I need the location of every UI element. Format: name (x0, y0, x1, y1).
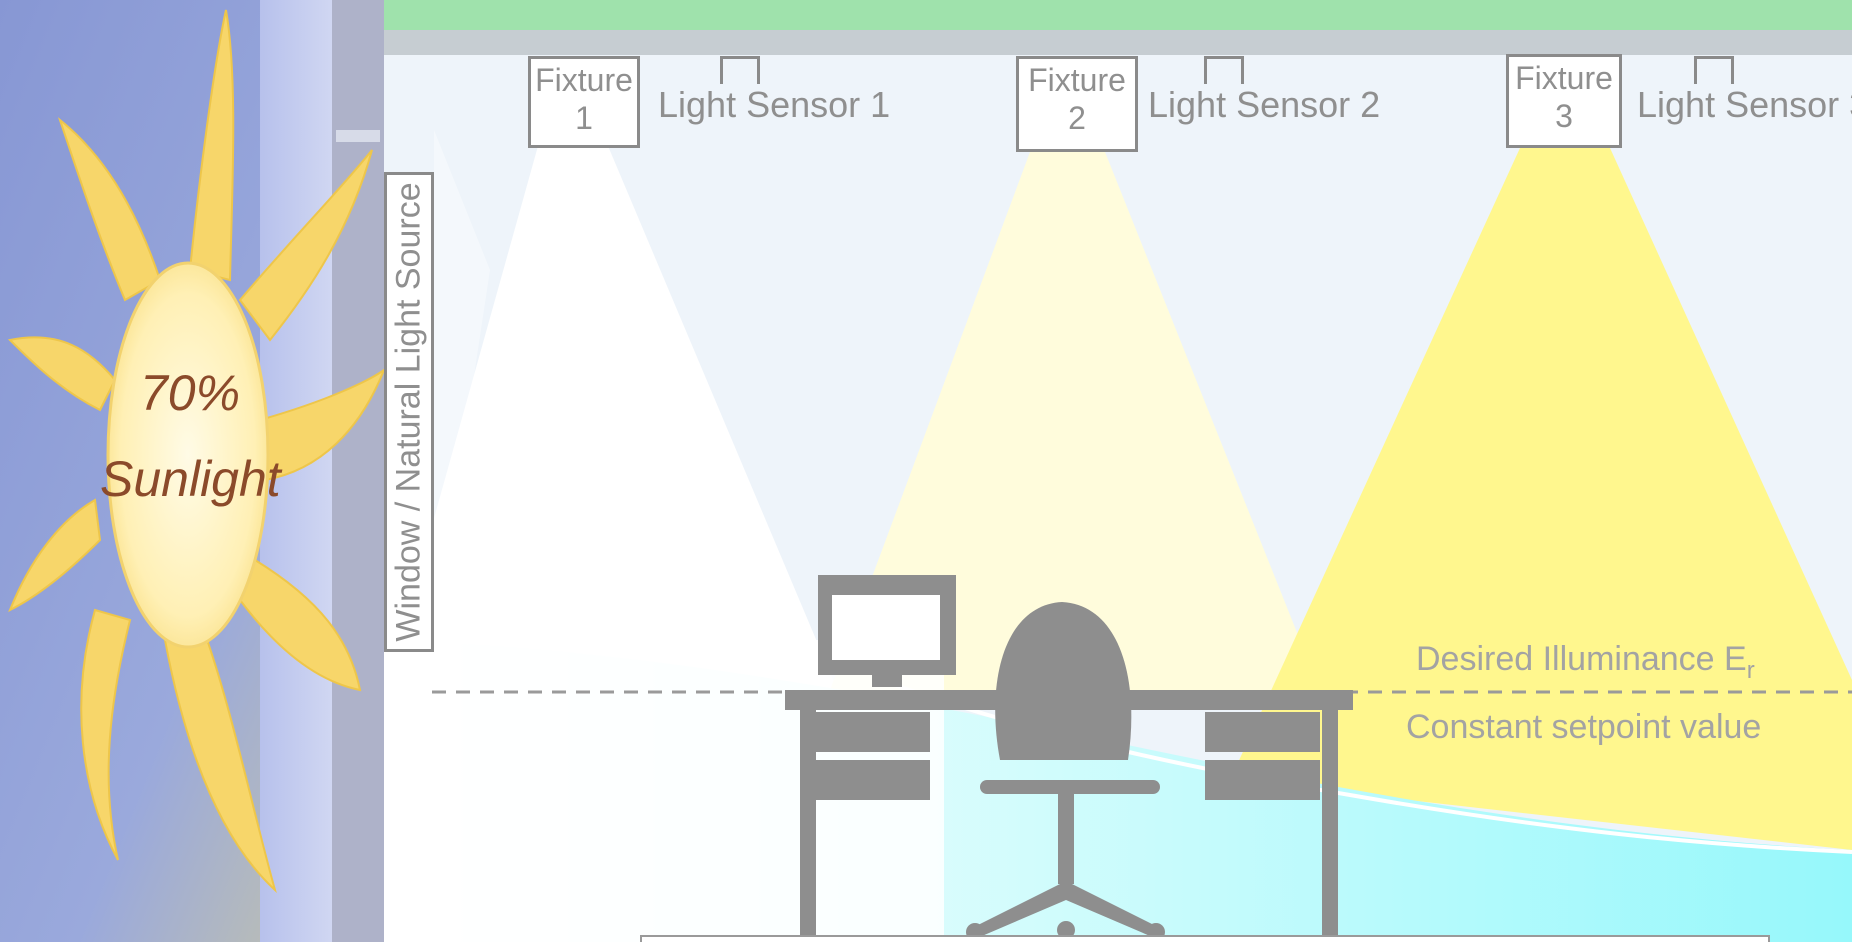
fixture-1-number: 1 (531, 99, 637, 137)
fixture-2-number: 2 (1019, 99, 1135, 137)
constant-setpoint-label: Constant setpoint value (1406, 708, 1761, 747)
fixture-3-line1: Fixture (1509, 59, 1619, 97)
light-sensor-3-label: Light Sensor 3 (1637, 84, 1852, 126)
sun-percent: 70% (100, 350, 280, 436)
desired-illuminance-label: Desired Illuminance Er (1416, 640, 1755, 685)
light-sensor-1-label: Light Sensor 1 (658, 84, 890, 126)
sun-label: 70% Sunlight (100, 350, 280, 522)
window-natural-light-label: Window / Natural Light Source (384, 172, 434, 652)
fixture-2-line1: Fixture (1019, 61, 1135, 99)
fixture-3: Fixture 3 (1506, 54, 1622, 148)
fixture-2: Fixture 2 (1016, 56, 1138, 152)
sun-caption: Sunlight (100, 436, 280, 522)
window-label-text: Window / Natural Light Source (390, 182, 429, 641)
fixture-1: Fixture 1 (528, 56, 640, 148)
light-sensor-2-label: Light Sensor 2 (1148, 84, 1380, 126)
floor-base (640, 935, 1770, 942)
computer-monitor (818, 575, 956, 687)
fixture-3-number: 3 (1509, 97, 1619, 135)
fixture-1-line1: Fixture (531, 61, 637, 99)
title-banner (384, 0, 1852, 30)
light-sensor-1-box (720, 56, 760, 84)
ceiling (384, 30, 1852, 55)
desired-illuminance-subscript: r (1747, 657, 1755, 684)
light-sensor-2-box (1204, 56, 1244, 84)
window-sill (336, 130, 380, 142)
light-sensor-3-box (1694, 56, 1734, 84)
desired-illuminance-text: Desired Illuminance E (1416, 640, 1747, 678)
